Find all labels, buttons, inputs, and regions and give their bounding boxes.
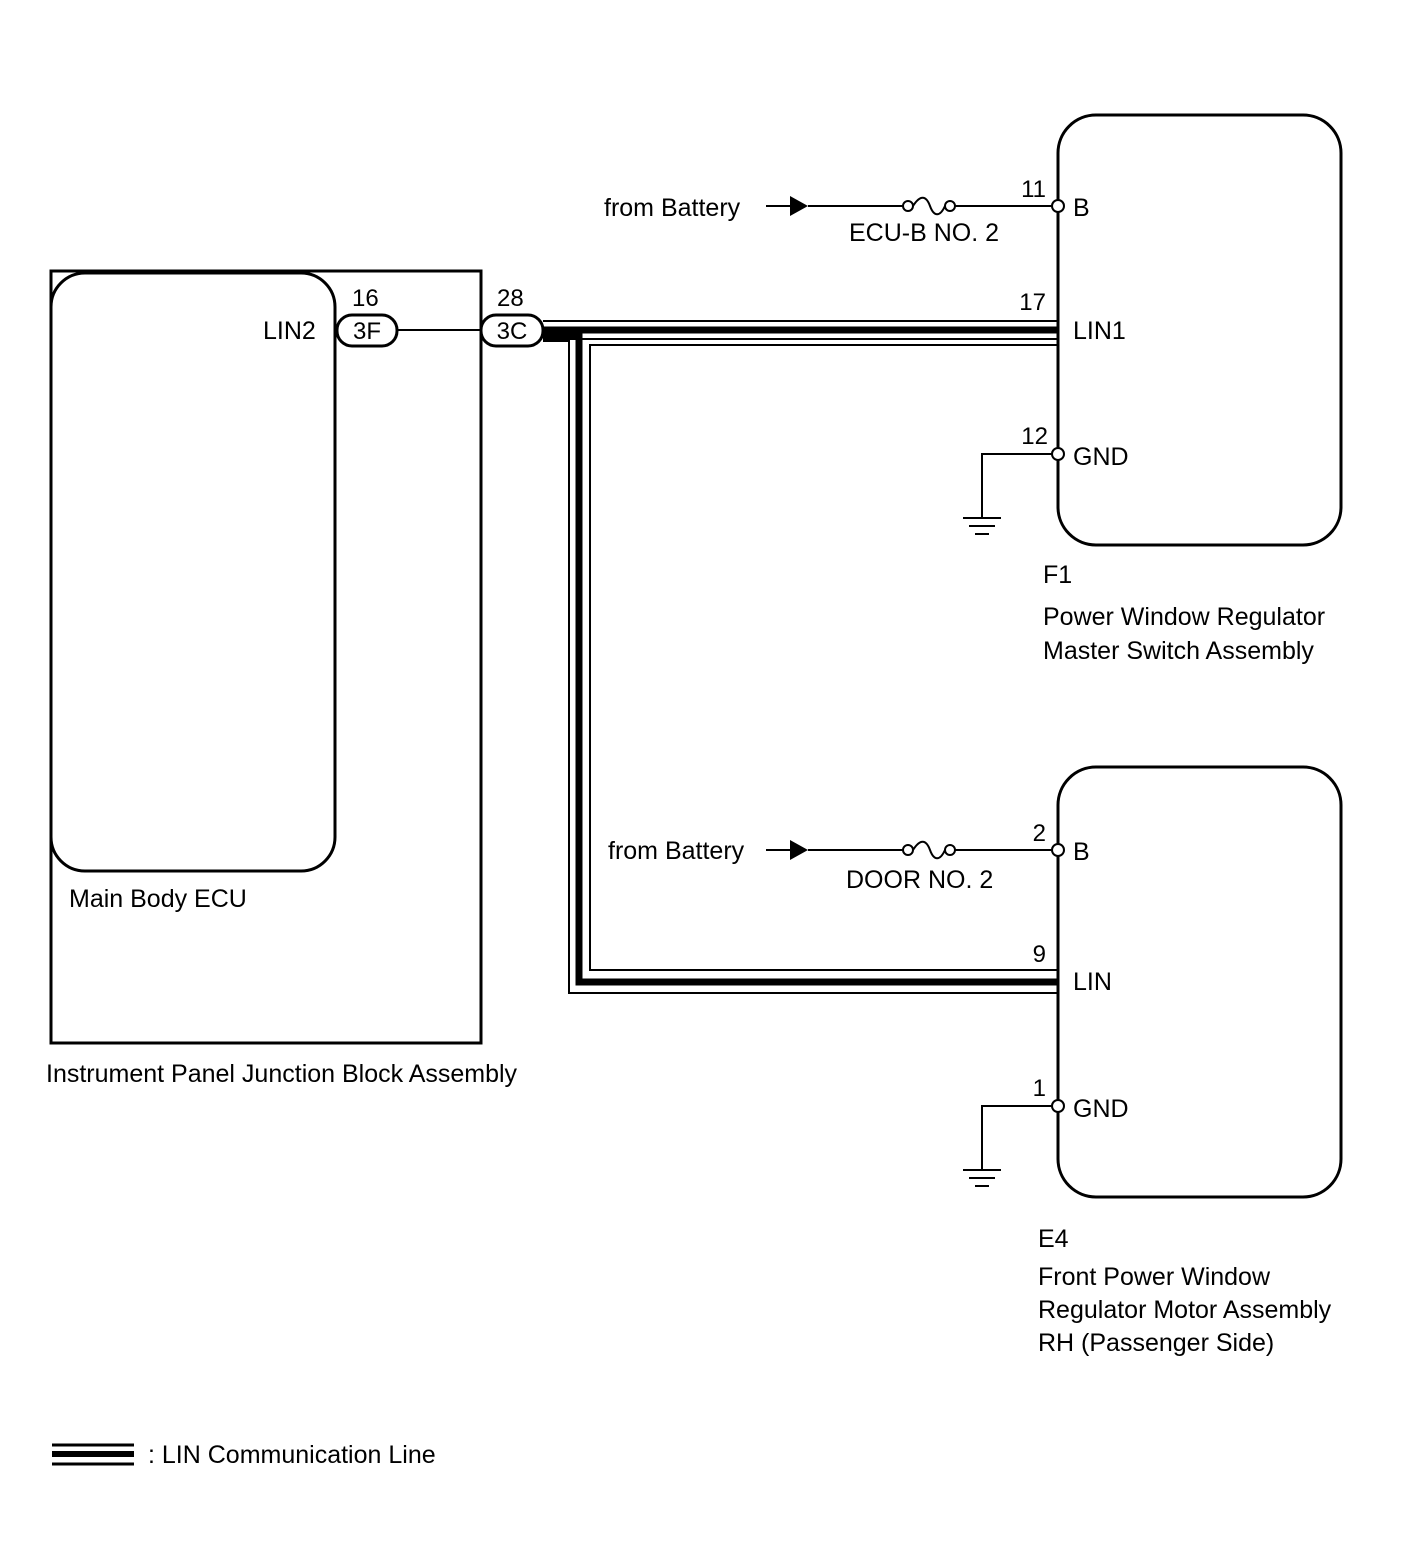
legend-label: : LIN Communication Line bbox=[148, 1441, 436, 1469]
legend: : LIN Communication Line bbox=[52, 1441, 436, 1469]
motor-assembly-name-line3: RH (Passenger Side) bbox=[1038, 1329, 1274, 1357]
master-switch-gnd-pin: 12 bbox=[1021, 423, 1048, 450]
master-switch-battery-source: from Battery bbox=[604, 194, 741, 222]
ground-icon bbox=[963, 517, 1001, 535]
battery-arrow-icon bbox=[790, 840, 808, 860]
motor-assembly-lin-pin: 9 bbox=[1033, 941, 1046, 968]
main-body-ecu-outline bbox=[49, 271, 337, 873]
motor-assembly-gnd-terminal: GND bbox=[1073, 1095, 1129, 1123]
master-switch-code: F1 bbox=[1043, 561, 1072, 589]
master-switch-outline bbox=[1056, 113, 1343, 547]
junction-block: LIN2 16 3F 28 3C Main Body ECU Instrumen… bbox=[46, 269, 545, 1088]
connector-3c-label: 3C bbox=[497, 318, 528, 345]
master-switch-name-line2: Master Switch Assembly bbox=[1043, 637, 1314, 665]
motor-assembly-b-pin: 2 bbox=[1033, 820, 1046, 847]
motor-assembly-name-line2: Regulator Motor Assembly bbox=[1038, 1296, 1332, 1324]
lin2-terminal-label: LIN2 bbox=[263, 317, 316, 345]
motor-assembly-b-terminal: B bbox=[1073, 838, 1090, 866]
pin-16-label: 16 bbox=[352, 285, 379, 312]
ground-icon bbox=[963, 1169, 1001, 1187]
terminal-gnd-icon bbox=[1051, 447, 1065, 461]
lin-communication-lines bbox=[543, 320, 1058, 994]
lin-line-to-motor-assembly bbox=[543, 332, 1058, 994]
motor-assembly-outline bbox=[1056, 765, 1343, 1199]
main-body-ecu-label: Main Body ECU bbox=[69, 885, 247, 913]
motor-assembly-name-line1: Front Power Window bbox=[1038, 1263, 1271, 1291]
terminal-gnd-icon bbox=[1051, 1099, 1065, 1113]
master-switch-fuse-label: ECU-B NO. 2 bbox=[849, 219, 999, 247]
battery-arrow-icon bbox=[790, 196, 808, 216]
motor-assembly-gnd-pin: 1 bbox=[1033, 1075, 1046, 1102]
master-switch-lin-pin: 17 bbox=[1019, 289, 1046, 316]
master-switch-name-line1: Power Window Regulator bbox=[1043, 603, 1325, 631]
motor-assembly-battery-source: from Battery bbox=[608, 837, 745, 865]
motor-assembly: from Battery DOOR NO. 2 2 B 9 LIN 1 GND … bbox=[608, 765, 1343, 1357]
junction-block-outline bbox=[49, 269, 483, 1045]
master-switch-gnd-terminal: GND bbox=[1073, 443, 1129, 471]
fuse-icon bbox=[902, 840, 956, 860]
master-switch-lin-terminal: LIN1 bbox=[1073, 317, 1126, 345]
junction-block-label: Instrument Panel Junction Block Assembly bbox=[46, 1060, 518, 1088]
master-switch-b-terminal: B bbox=[1073, 194, 1090, 222]
lin-line-to-master-switch bbox=[543, 320, 1058, 340]
terminal-b-icon bbox=[1051, 843, 1065, 857]
motor-assembly-code: E4 bbox=[1038, 1225, 1069, 1253]
motor-assembly-fuse-label: DOOR NO. 2 bbox=[846, 866, 993, 894]
connector-3f-label: 3F bbox=[353, 318, 381, 345]
terminal-b-icon bbox=[1051, 199, 1065, 213]
lin-line-legend-icon bbox=[52, 1443, 134, 1466]
master-switch-assembly: from Battery ECU-B NO. 2 11 B 17 LIN1 12… bbox=[604, 113, 1343, 665]
fuse-icon bbox=[902, 196, 956, 216]
master-switch-b-pin: 11 bbox=[1021, 176, 1046, 203]
motor-assembly-lin-terminal: LIN bbox=[1073, 968, 1112, 996]
pin-28-label: 28 bbox=[497, 285, 524, 312]
